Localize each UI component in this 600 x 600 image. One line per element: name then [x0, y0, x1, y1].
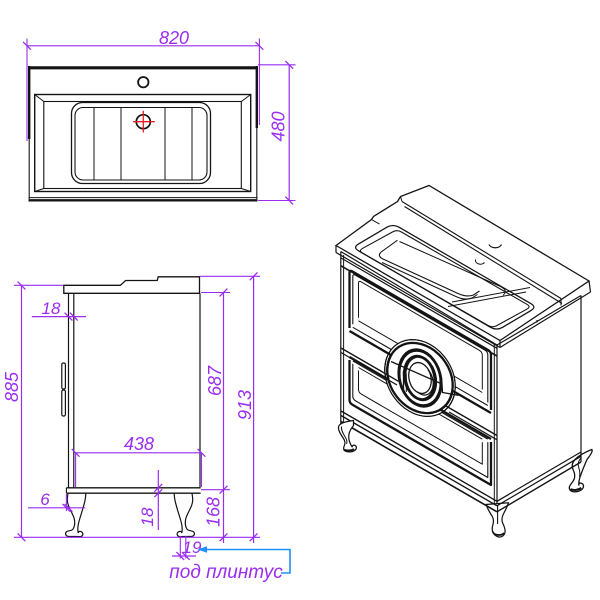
svg-text:687: 687: [205, 365, 225, 396]
svg-text:под плинтус: под плинтус: [169, 562, 283, 583]
svg-text:18: 18: [42, 299, 61, 318]
svg-text:480: 480: [269, 111, 289, 141]
svg-text:885: 885: [2, 371, 22, 402]
svg-text:913: 913: [235, 390, 255, 420]
svg-text:168: 168: [204, 497, 224, 527]
svg-text:18: 18: [138, 507, 157, 526]
svg-text:19: 19: [183, 538, 202, 557]
svg-text:438: 438: [124, 434, 154, 454]
svg-text:6: 6: [40, 490, 50, 509]
svg-text:820: 820: [159, 28, 189, 48]
